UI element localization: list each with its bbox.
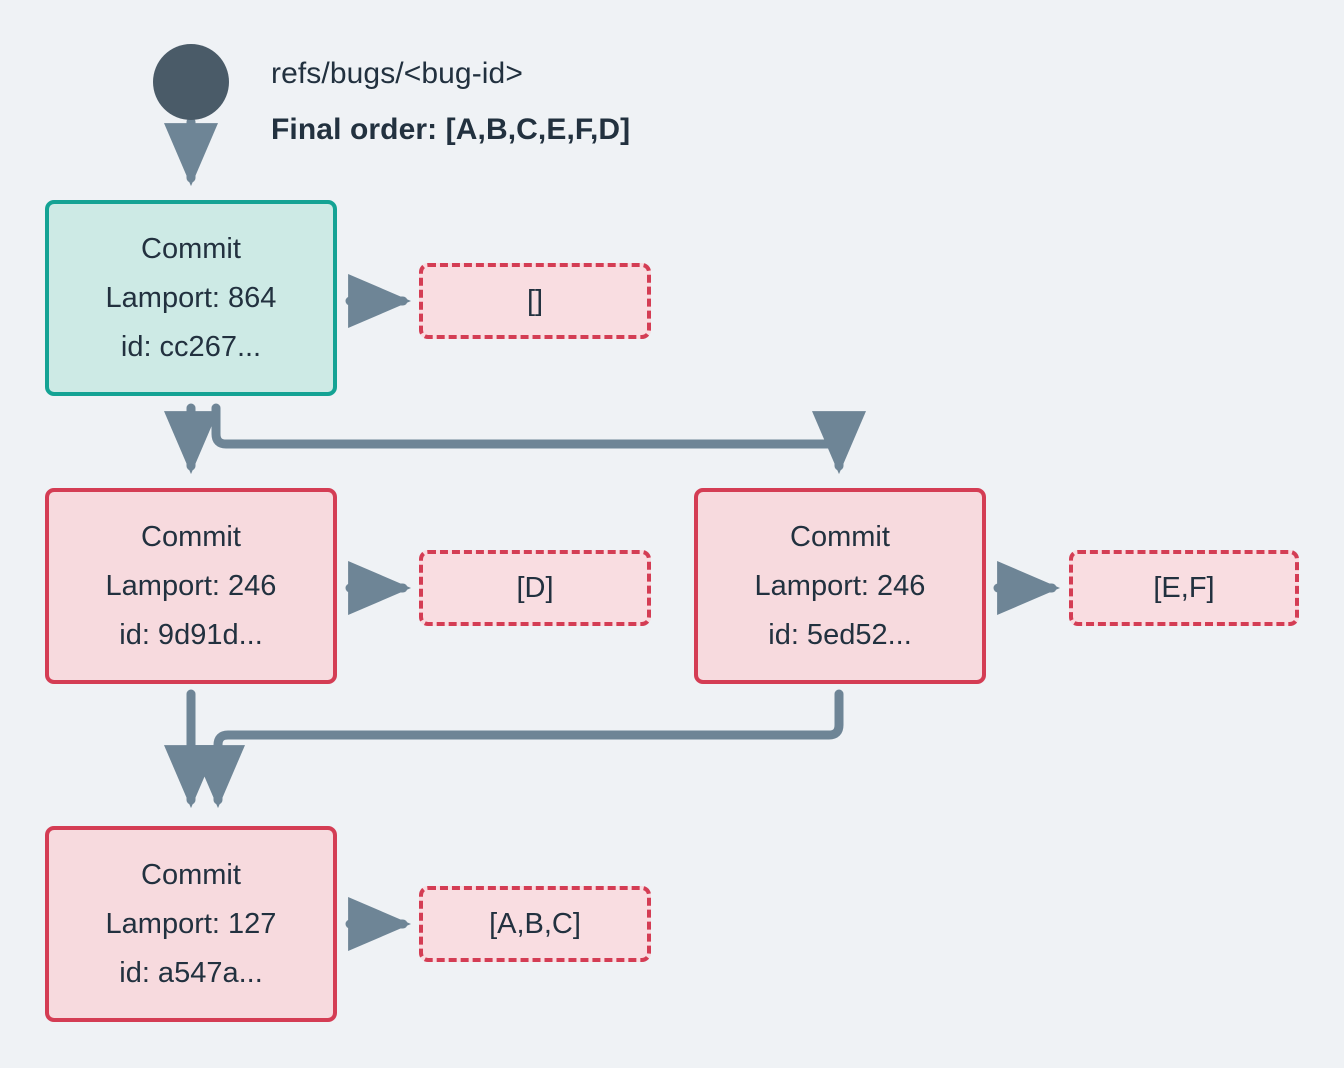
commit-node-9d91d[interactable]: Commit Lamport: 246 id: 9d91d... [45, 488, 337, 684]
ops-box-ef[interactable]: [E,F] [1069, 550, 1299, 626]
ops-label: [A,B,C] [489, 907, 581, 940]
commit-node-a547a[interactable]: Commit Lamport: 127 id: a547a... [45, 826, 337, 1022]
commit-lamport: Lamport: 246 [754, 569, 926, 602]
ops-label: [] [526, 284, 544, 317]
commit-lamport: Lamport: 127 [105, 907, 277, 940]
commit-title: Commit [141, 858, 241, 891]
ops-box-empty[interactable]: [] [419, 263, 651, 339]
commit-lamport: Lamport: 246 [105, 569, 277, 602]
commit-node-cc267[interactable]: Commit Lamport: 864 id: cc267... [45, 200, 337, 396]
final-order-label: Final order: [A,B,C,E,F,D] [271, 113, 631, 146]
commit-id: id: cc267... [120, 330, 262, 363]
commit-title: Commit [790, 520, 890, 553]
ops-label: [D] [516, 571, 554, 604]
commit-lamport: Lamport: 864 [105, 281, 277, 314]
ops-box-abc[interactable]: [A,B,C] [419, 886, 651, 962]
filled-circle-icon [153, 44, 229, 120]
commit-title: Commit [141, 520, 241, 553]
ops-label: [E,F] [1153, 571, 1215, 604]
commit-id: id: a547a... [119, 956, 263, 989]
ref-label: refs/bugs/<bug-id> [271, 57, 523, 90]
commit-id: id: 5ed52... [768, 618, 912, 651]
commit-node-5ed52[interactable]: Commit Lamport: 246 id: 5ed52... [694, 488, 986, 684]
commit-id: id: 9d91d... [119, 618, 263, 651]
ops-box-d[interactable]: [D] [419, 550, 651, 626]
commit-title: Commit [141, 232, 241, 265]
